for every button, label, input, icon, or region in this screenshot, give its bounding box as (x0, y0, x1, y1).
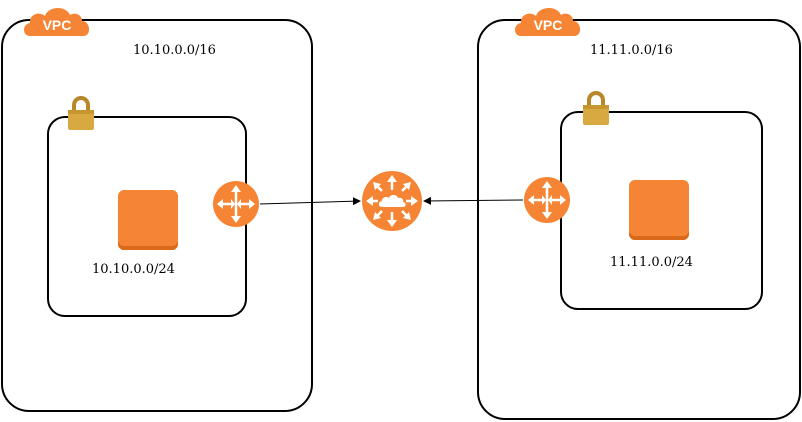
transit-gateway-icon (362, 171, 422, 231)
vpc-left-badge-label: VPC (43, 17, 72, 33)
vpc-right-cidr: 11.11.0.0/16 (590, 43, 673, 58)
vpc-left-badge-cloud-icon: VPC (24, 7, 90, 36)
subnet-left-instance-icon (118, 190, 178, 250)
subnet-left-lock-icon (68, 96, 94, 130)
vpc-right-badge-cloud-icon: VPC (515, 7, 581, 36)
subnet-right-instance-icon (629, 180, 689, 240)
vpc-left-router-icon (213, 181, 259, 227)
subnet-right-cidr: 11.11.0.0/24 (610, 255, 693, 270)
subnet-right-lock-icon (583, 91, 609, 125)
subnet-left-cidr: 10.10.0.0/24 (92, 262, 175, 277)
connector-left-to-gateway (259, 197, 361, 206)
vpc-right-badge-label: VPC (534, 17, 563, 33)
connector-right-to-gateway (423, 196, 524, 205)
vpc-right-router-icon (524, 177, 570, 223)
vpc-left-cidr: 10.10.0.0/16 (133, 43, 216, 58)
